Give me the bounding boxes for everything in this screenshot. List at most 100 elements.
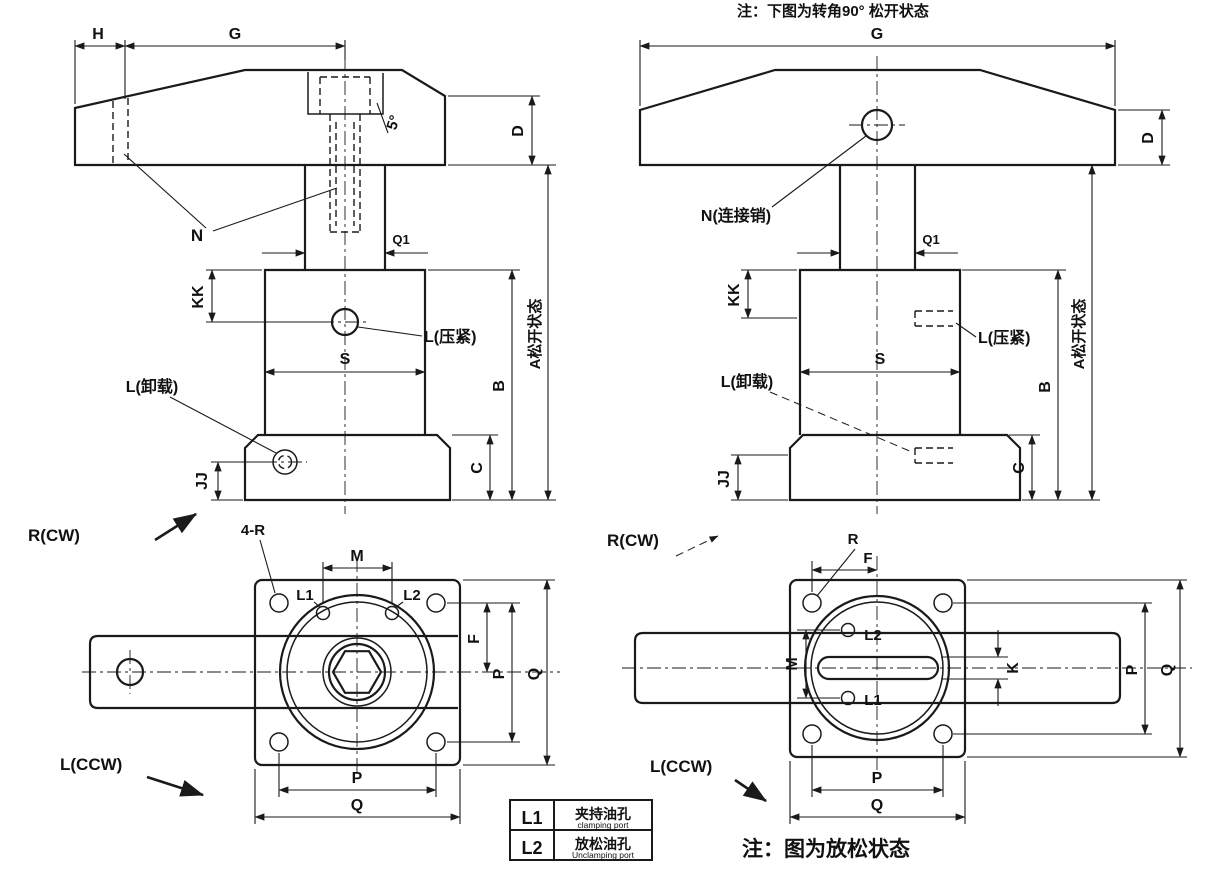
dim-label-m2: M — [784, 657, 801, 670]
dim-d-left: D — [448, 95, 556, 166]
dim-f-right: F — [811, 550, 878, 592]
port-l1-released — [840, 690, 856, 706]
flange-plate — [253, 578, 462, 767]
dim-label-g: G — [229, 26, 241, 43]
callout-n-pin: N(连接销) — [701, 135, 867, 225]
clamp-arm-side — [73, 68, 447, 167]
dim-d-right: D — [1118, 109, 1170, 166]
port-l2-released — [840, 622, 856, 638]
legend-cn-l1: 夹持油孔 — [575, 806, 631, 822]
dim-label-p: P — [491, 668, 508, 679]
label-rcw2: R(CW) — [607, 531, 659, 550]
dim-kk-left: KK — [190, 269, 331, 323]
dim-label-q2: Q — [1159, 664, 1176, 676]
note-rotated-state: 注：下图为转角90° 松开状态 — [737, 2, 929, 20]
flange-plate-released — [788, 578, 967, 759]
clamp-arm-plan-released — [633, 631, 1122, 705]
label-l1: L1 — [296, 587, 314, 604]
base-flange-released — [788, 433, 1022, 502]
label-n: N — [191, 226, 203, 245]
dim-label-p2: P — [1124, 664, 1141, 675]
arm-slot — [816, 655, 940, 681]
label-angle: 5° — [383, 113, 404, 132]
dim-label-q1: Q1 — [392, 232, 409, 247]
dim-jj-left: JJ — [194, 461, 272, 501]
dim-label-c2: C — [1011, 462, 1028, 474]
label-n-pin: N(连接销) — [701, 206, 771, 225]
counterbore — [307, 72, 384, 115]
note-released-state: 注：图为放松状态 — [742, 837, 910, 861]
callout-rcw-left: R(CW) — [28, 512, 197, 545]
bolt-hole — [933, 593, 953, 613]
dim-a-left: A松开状态 — [526, 164, 552, 501]
bolt-hole — [802, 593, 822, 613]
label-l2: L2 — [403, 587, 421, 604]
bolt-hole — [933, 724, 953, 744]
callout-rcw-right: R(CW) — [607, 531, 719, 557]
bolt-hole — [269, 732, 289, 752]
bolt-hole — [426, 732, 446, 752]
dim-label-p-b: P — [352, 770, 363, 787]
dim-label-q1b: Q1 — [922, 232, 939, 247]
base-flange — [243, 433, 452, 502]
dim-k: K — [941, 630, 1022, 706]
legend-code-l2: L2 — [521, 838, 542, 858]
dim-label-q: Q — [526, 668, 543, 680]
dim-m-right: M — [784, 629, 840, 699]
label-lccw2: L(CCW) — [650, 757, 712, 776]
dim-f-left: F — [447, 602, 520, 673]
dim-label-b: B — [491, 380, 508, 392]
label-r: R — [848, 531, 859, 548]
dim-q1-left: Q1 — [262, 232, 428, 257]
label-l-unload: L(卸载) — [126, 377, 178, 396]
dim-label-g2: G — [871, 26, 883, 43]
dim-label-s: S — [340, 351, 351, 368]
dim-q1-right: Q1 — [797, 232, 958, 257]
cylinder-body — [263, 268, 427, 435]
dim-m-left: M — [322, 548, 393, 604]
dim-c-right: C — [1009, 434, 1040, 501]
dim-kk-right: KK — [726, 269, 797, 319]
label-l-clamp2: L(压紧) — [978, 329, 1030, 347]
callout-l-clamp-left: L(压紧) — [357, 326, 476, 346]
dim-q-left-bottom: Q — [254, 769, 461, 824]
dim-g-right: G — [639, 26, 1116, 106]
dim-label-a-state2: A松开状态 — [1070, 299, 1088, 370]
dim-a-right: A松开状态 — [1070, 164, 1096, 501]
dim-label-k: K — [1005, 662, 1022, 674]
callout-l2-left: L2 — [395, 587, 421, 608]
dim-label-q2-b: Q — [871, 797, 883, 814]
legend-en-l1: clamping port — [577, 820, 629, 830]
dim-p-left-side: P — [447, 602, 520, 743]
dim-label-jj: JJ — [194, 472, 211, 490]
dim-q-right-bottom: Q — [789, 761, 966, 824]
callout-n: N — [123, 153, 338, 245]
callout-angle: 5° — [376, 102, 404, 134]
label-l2b: L2 — [864, 627, 882, 644]
view-side-clamped: H G D N 5° Q1 — [73, 26, 556, 514]
dim-q-right-side: Q — [967, 579, 1187, 758]
label-l-unload2: L(卸载) — [721, 372, 773, 391]
dim-g-left: G — [124, 26, 346, 60]
bolt-hole — [269, 593, 289, 613]
dim-s-right: S — [799, 351, 961, 376]
dim-p-right-side: P — [953, 602, 1152, 735]
callout-lccw-left: L(CCW) — [60, 755, 205, 797]
label-lccw: L(CCW) — [60, 755, 122, 774]
label-4r: 4-R — [241, 522, 265, 539]
bolt-hole — [426, 593, 446, 613]
legend-table: L1 夹持油孔 clamping port L2 放松油孔 Unclamping… — [509, 799, 653, 861]
dim-label-b2: B — [1037, 381, 1054, 393]
view-plan-released: L2 L1 M R F K — [607, 531, 1192, 824]
dim-h: H — [74, 26, 126, 104]
hex-socket — [331, 650, 383, 694]
label-l-clamp: L(压紧) — [424, 328, 476, 346]
dim-label-f: F — [466, 634, 483, 644]
port-l2 — [384, 605, 400, 621]
port-l1 — [315, 605, 331, 621]
cylinder-body-released — [798, 268, 962, 435]
dim-label-kk2: KK — [726, 283, 743, 307]
dim-label-m: M — [350, 548, 363, 565]
